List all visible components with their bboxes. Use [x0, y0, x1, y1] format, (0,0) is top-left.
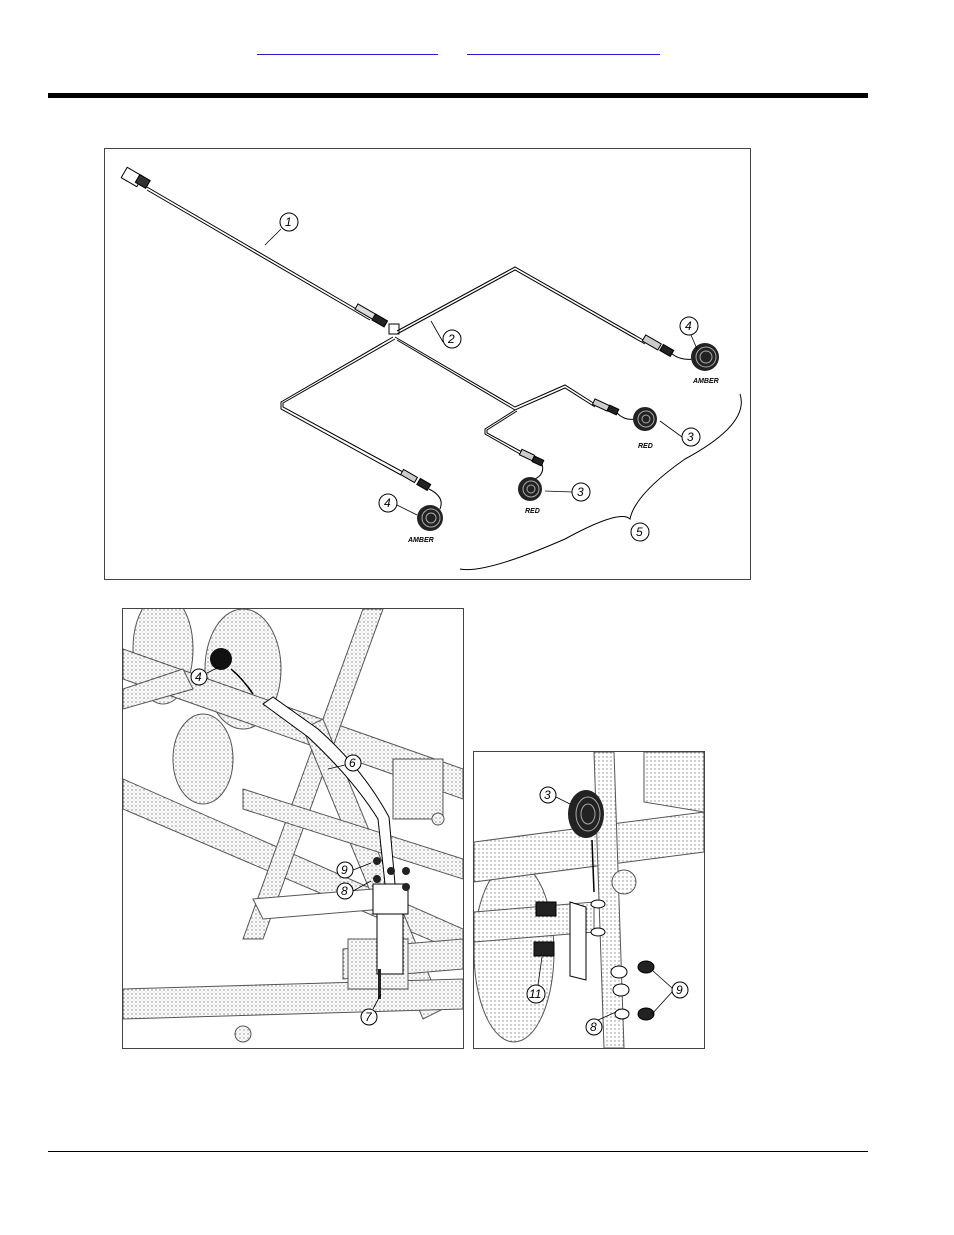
callout-4-left: 4 [384, 496, 391, 510]
header-link-left[interactable] [257, 40, 438, 55]
bracket-detail-drawing: 3 11 8 9 [474, 752, 704, 1048]
main-cable [147, 187, 370, 317]
callout-8: 8 [590, 1020, 597, 1034]
callout-6: 6 [349, 756, 356, 770]
harness-drawing: AMBER RED RED AMBER 1 2 3 3 4 4 5 [105, 149, 750, 579]
callout-8: 8 [341, 884, 348, 898]
lamp-mount-diagram: 4 6 9 8 7 [122, 608, 464, 1049]
harness-junction [389, 324, 399, 334]
callout-4-right: 4 [685, 319, 692, 333]
lamp-label-red-lower: RED [525, 508, 540, 515]
callout-11: 11 [529, 987, 541, 1001]
callout-9: 9 [341, 863, 348, 877]
lamp-label-red-upper: RED [638, 443, 653, 450]
connector-plug [121, 167, 150, 188]
lamp-label-amber-left: AMBER [407, 537, 434, 544]
callout-5: 5 [636, 525, 643, 539]
amber-lamp-right [691, 343, 719, 371]
harness-diagram: AMBER RED RED AMBER 1 2 3 3 4 4 5 [104, 148, 751, 580]
upper-right-branch [397, 267, 645, 341]
top-rule [48, 93, 868, 98]
left-branch [281, 337, 401, 475]
callout-3-lower: 3 [577, 485, 584, 499]
amber-lamp-left [417, 505, 443, 531]
bracket-detail-diagram: 3 11 8 9 [473, 751, 705, 1049]
red-lamp-lower [518, 477, 542, 501]
callout-4: 4 [195, 670, 202, 684]
lower-branch [485, 410, 520, 454]
red-lamp-upper [633, 407, 657, 431]
callout-3-upper: 3 [687, 430, 694, 444]
bottom-rule [48, 1151, 868, 1152]
lamp-label-amber-right: AMBER [692, 378, 719, 385]
lamp-mount-drawing: 4 6 9 8 7 [123, 609, 463, 1048]
header-link-right[interactable] [467, 40, 660, 55]
callout-9: 9 [676, 983, 683, 997]
callout-1: 1 [285, 215, 292, 229]
middle-branch [395, 337, 595, 407]
callout-2: 2 [447, 332, 455, 346]
callout-3: 3 [544, 788, 551, 802]
